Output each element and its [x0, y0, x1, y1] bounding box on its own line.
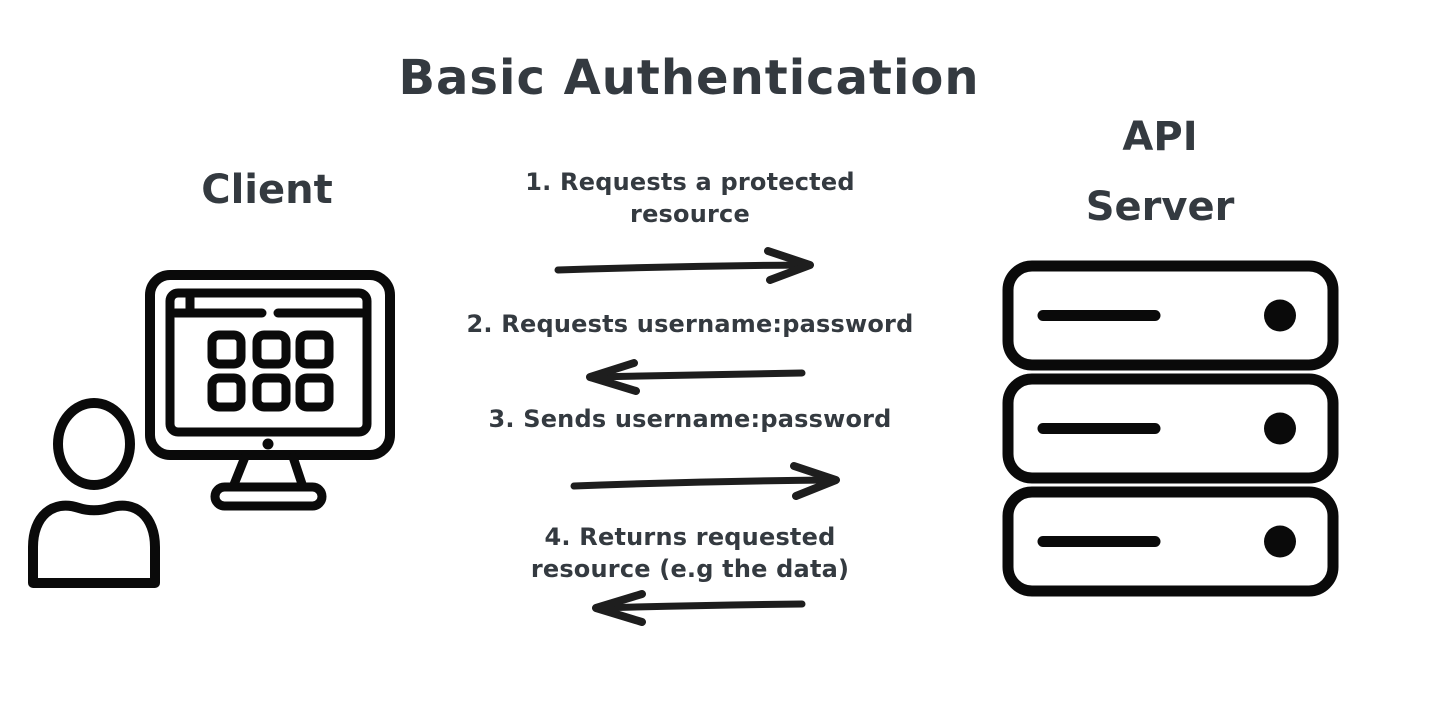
api-server-label-line2: Server — [1085, 184, 1235, 230]
user-icon — [28, 398, 160, 588]
step-2-line-1: 2. Requests username:password — [466, 310, 914, 338]
api-server-label: API Server — [1040, 102, 1280, 242]
step-1-text: 1. Requests a protected resource — [470, 166, 910, 230]
step-3-text: 3. Sends username:password — [450, 403, 930, 435]
page-title: Basic Authentication — [398, 50, 980, 106]
server-unit — [1002, 260, 1339, 371]
arrow-right-icon — [570, 462, 840, 500]
step-2-text: 2. Requests username:password — [450, 308, 930, 340]
user-at-computer-icon — [28, 270, 395, 588]
step-1-line-1: 1. Requests a protected — [525, 168, 855, 196]
client-label: Client — [201, 167, 333, 213]
app-grid-icon — [207, 330, 334, 412]
step-1-line-2: resource — [630, 200, 750, 228]
arrow-right-icon — [554, 247, 814, 284]
server-unit — [1002, 373, 1339, 484]
server-stack-icon — [1002, 260, 1339, 597]
step-4-text: 4. Returns requested resource (e.g the d… — [460, 521, 920, 585]
step-4-line-1: 4. Returns requested — [544, 523, 836, 551]
arrow-left-icon — [592, 590, 806, 626]
api-server-label-line1: API — [1122, 114, 1198, 160]
monitor-icon — [145, 270, 395, 511]
step-4-line-2: resource (e.g the data) — [530, 555, 850, 583]
server-unit — [1002, 486, 1339, 597]
step-3-line-1: 3. Sends username:password — [488, 405, 892, 433]
arrow-left-icon — [586, 359, 806, 395]
